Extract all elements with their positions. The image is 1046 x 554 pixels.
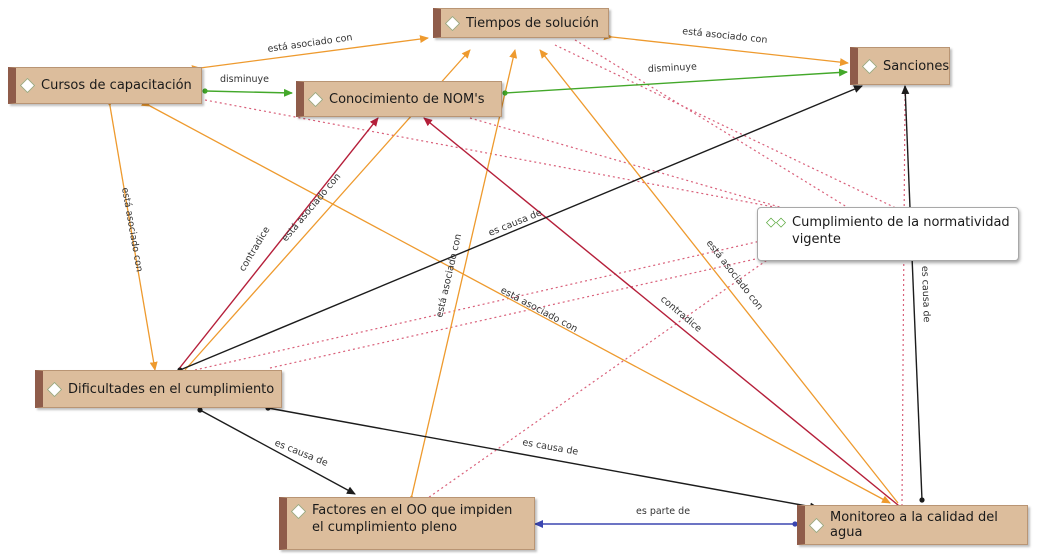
label-monitoreo-sanciones: es causa de — [919, 266, 932, 323]
label-monitoreo-factores: es parte de — [636, 506, 690, 517]
edge-monitoreo-tiempos — [539, 49, 899, 504]
node-conocimiento-noms[interactable]: Conocimiento de NOM's — [296, 81, 502, 117]
label-dificultades-sanciones: es causa de — [487, 207, 544, 238]
edge-tiempos-sanciones — [603, 32, 849, 67]
node-label: Factores en el OO que impiden el cumplim… — [312, 503, 513, 535]
node-factores-oo[interactable]: Factores en el OO que impiden el cumplim… — [279, 497, 535, 550]
node-label: Sanciones — [883, 58, 950, 74]
edge-cursos-tiempos — [191, 35, 429, 74]
label-conocimiento-sanciones: disminuye — [648, 61, 698, 75]
label-cursos-tiempos: está asociado con — [267, 32, 353, 55]
label-tiempos-sanciones: está asociado con — [682, 26, 768, 46]
edge-dificultades-sanciones — [177, 85, 863, 373]
node-tiempos-solucion[interactable]: Tiempos de solución — [433, 8, 609, 38]
node-label: Cursos de capacitación — [41, 78, 192, 93]
causa-links — [177, 85, 925, 511]
diamond-icon — [808, 517, 825, 533]
node-label: Dificultades en el cumplimiento — [68, 381, 275, 397]
edge-monitoreo-sanciones — [901, 85, 925, 503]
edge-dificultades-factores — [197, 407, 356, 495]
node-cursos-capacitacion[interactable]: Cursos de capacitación — [8, 67, 202, 104]
callout-cumplimiento-normatividad[interactable]: ◇◇ Cumplimiento de la normatividad vigen… — [757, 207, 1019, 261]
label-dificultades-conocimiento: contradice — [237, 225, 272, 274]
node-monitoreo-calidad-agua[interactable]: Monitoreo a la calidad del agua — [797, 505, 1028, 545]
edge-dificultades-monitoreo — [265, 405, 819, 511]
label-dificultades-tiempos: está asociado con — [280, 171, 343, 244]
diamond-icon — [861, 58, 878, 74]
node-sanciones[interactable]: Sanciones — [850, 47, 950, 85]
edge-cursos-conocimiento — [202, 88, 293, 97]
node-label: Conocimiento de NOM's — [329, 91, 485, 107]
label-factores-tiempos: está asociado con — [434, 233, 464, 319]
label-cursos-dificultades: está asociado con — [119, 187, 145, 273]
label-cursos-monitoreo: está asociado con — [499, 285, 580, 335]
dotted-link — [901, 93, 906, 506]
label-cursos-conocimiento: disminuye — [220, 74, 269, 85]
diamond-icon — [290, 503, 307, 520]
diamond-icon — [307, 91, 324, 107]
edge-labels: está asociado con está asociado con dism… — [119, 26, 932, 517]
dotted-link — [554, 44, 901, 211]
node-dificultades-cumplimiento[interactable]: Dificultades en el cumplimiento — [35, 370, 282, 408]
diamond-icon — [444, 15, 461, 31]
edge-dificultades-conocimiento — [177, 117, 379, 371]
callout-label: Cumplimiento de la normatividad vigente — [792, 215, 1010, 247]
asociado-links — [104, 32, 899, 504]
label-dificultades-monitoreo: es causa de — [521, 437, 579, 458]
edge-conocimiento-sanciones — [502, 68, 848, 96]
diamond-icon — [19, 77, 36, 94]
edge-monitoreo-conocimiento — [423, 117, 907, 514]
double-diamond-icon: ◇◇ — [766, 215, 786, 230]
label-monitoreo-tiempos: está asociado con — [704, 238, 765, 312]
diamond-icon — [46, 381, 63, 397]
dotted-link — [574, 39, 861, 216]
node-label: Monitoreo a la calidad del agua — [830, 510, 998, 540]
node-label: Tiempos de solución — [466, 15, 599, 31]
